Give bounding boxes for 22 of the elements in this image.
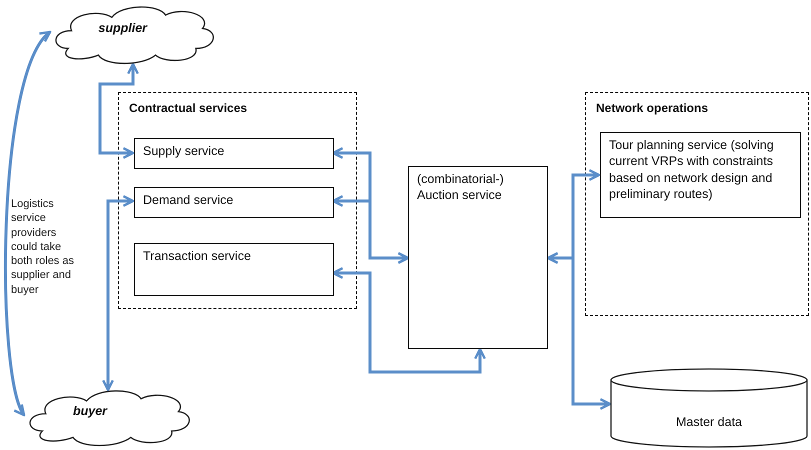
node-label: buyer (72, 403, 108, 420)
node-label: Transaction service (143, 248, 252, 264)
group-title: Network operations (596, 101, 710, 117)
group-frame (118, 92, 357, 309)
process-box (600, 132, 801, 218)
process-box (134, 138, 334, 169)
node-label: Demand service (143, 192, 234, 208)
connector-arrow (102, 195, 134, 392)
group-title: Contractual services (129, 101, 248, 117)
connector-arrow (546, 252, 612, 410)
process-box (134, 187, 334, 218)
connector-arrow (4, 30, 52, 416)
process-box (408, 166, 548, 349)
process-box (134, 243, 334, 296)
group-frame (585, 92, 809, 316)
node-label: Tour planning service (solving current VRPs with constraints based on network design and preliminary routes) (609, 137, 775, 202)
note-text: Logistics service providers could take both roles as supplier and buyer (11, 197, 75, 298)
node-label: supplier (97, 20, 148, 36)
connector-arrow (98, 62, 139, 159)
node-label: Supply service (143, 143, 226, 160)
node-label: (combinatorial-) Auction service (417, 171, 505, 204)
node-label: Master data (674, 414, 743, 430)
